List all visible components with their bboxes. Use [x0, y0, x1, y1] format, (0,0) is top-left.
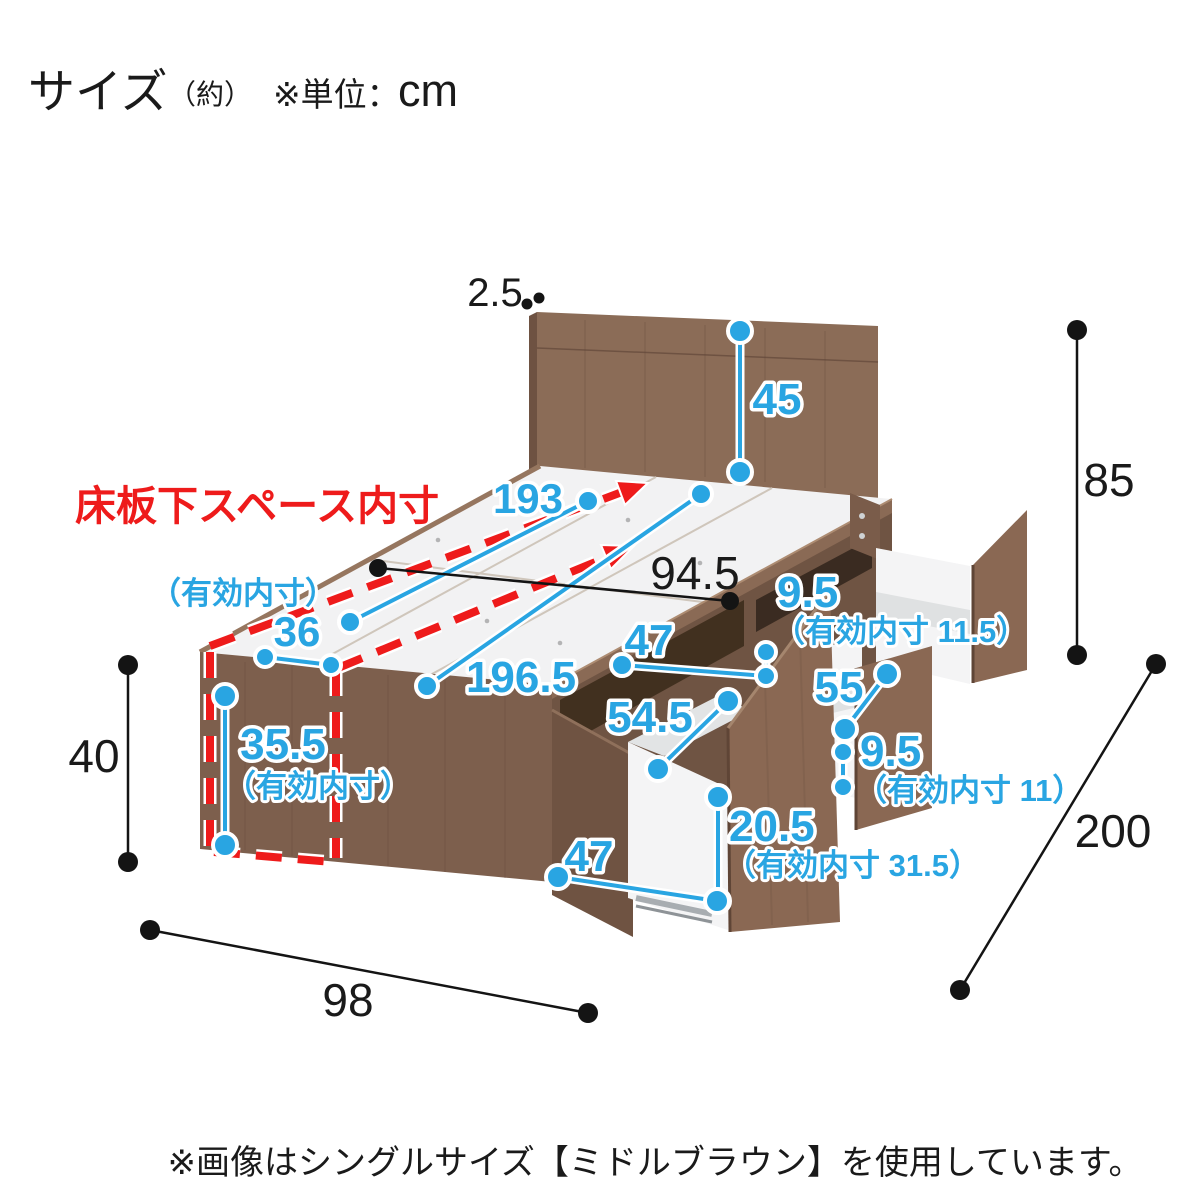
dim-dot [253, 645, 277, 669]
dim-dot-black [140, 920, 160, 940]
dim-dot-black [1146, 654, 1166, 674]
dim-upper-drawer-width: 47 [625, 616, 674, 665]
dim-big-drawer-height: 20.5 [729, 802, 815, 851]
page-title: サイズ [28, 65, 168, 118]
dim-dot [831, 740, 855, 764]
upper-drawer-front-panel [973, 510, 1027, 683]
headboard-panel [537, 312, 878, 503]
dimension-labels-left-aligned: 9.5 （有効内寸 11.5） 9.5 （有効内寸 11） 20.5 （有効内寸… [722, 565, 1086, 887]
dim-big-drawer-width: 47 [565, 832, 614, 881]
dim-lines-black [126, 330, 1158, 1015]
foot-big-drawer-top-edge [551, 708, 634, 757]
dim-headboard-above: 45 [753, 375, 802, 424]
dim-dot [337, 609, 363, 635]
dim-underfloor-height: 35.5 [240, 720, 326, 769]
dim-dot [873, 660, 901, 688]
unit-value: cm [398, 65, 458, 116]
big-drawer-rail [635, 904, 713, 924]
dim-dot [754, 640, 778, 664]
headboard-seam [536, 347, 879, 363]
dim-dot [726, 317, 754, 345]
panel-grain [764, 679, 773, 926]
surface-screw [435, 537, 441, 543]
big-drawer-panel-top [726, 589, 832, 729]
dim-frame-depth: 200 [1075, 805, 1152, 857]
surface-screw [625, 517, 631, 523]
headboard-thickness-dot [533, 292, 545, 304]
dim-dot [703, 887, 731, 915]
dim-dot [575, 488, 601, 514]
dim-dot-black [1067, 320, 1087, 340]
dim-dot-black [369, 559, 387, 577]
dim-dot-black [118, 655, 138, 675]
footer-caption: ※画像はシングルサイズ【ミドルブラウン】を使用しています。 [167, 1144, 1142, 1182]
dim-dot-black [118, 852, 138, 872]
dim-underfloor-length-note: （有効内寸） [150, 576, 336, 611]
underfloor-space-label: 床板下スペース内寸 [75, 483, 439, 529]
cyan-dimensions [211, 317, 901, 915]
red-dash-outline [206, 488, 624, 866]
dim-dot [754, 664, 778, 688]
dim-dot [609, 652, 635, 678]
big-drawer-box [628, 742, 728, 930]
dim-mid-drawer-height: 9.5 [860, 727, 921, 776]
head-corner-post [850, 493, 880, 560]
surface-left-edge [198, 463, 542, 655]
dim-dot [544, 863, 572, 891]
dim-underfloor-width: 36 [274, 608, 321, 655]
dim-dot [414, 673, 440, 699]
dim-big-drawer-height-note: （有効内寸 31.5） [725, 848, 980, 883]
dim-dot-black [721, 592, 739, 610]
dim-underfloor-height-note: （有効内寸） [225, 769, 411, 804]
dim-dot-black [578, 1003, 598, 1023]
dim-frame-height: 40 [68, 730, 119, 782]
dim-headboard-thickness: 2.5 [467, 271, 523, 315]
dim-dot [831, 775, 855, 799]
bed-foot-face [200, 652, 552, 882]
dim-underfloor-length: 193 [493, 475, 563, 522]
dim-big-drawer-length: 54.5 [607, 693, 693, 742]
upper-drawer-inner-shadow [876, 592, 970, 634]
surface-screw [697, 560, 703, 566]
dim-upper-drawer-height-note: （有効内寸 11.5） [774, 614, 1027, 649]
dim-total-length: 196.5 [466, 653, 576, 702]
dim-dot [688, 481, 714, 507]
panel-grain [799, 634, 809, 923]
drawer-slot-shadow [756, 538, 872, 632]
dimension-labels: 2.5 45 85 94.5 193 （有効内寸） 36 196.5 35.5 … [68, 271, 1151, 1026]
surface-screw [484, 618, 490, 624]
black-dimensions [118, 292, 1166, 1023]
dim-dot [704, 783, 732, 811]
post-screw [859, 533, 865, 539]
dim-frame-width: 98 [322, 974, 373, 1026]
dim-dot [319, 653, 343, 677]
dim-upper-drawer-height: 9.5 [777, 568, 838, 617]
dim-total-height: 85 [1083, 454, 1134, 506]
headboard-thickness-dot [521, 298, 533, 310]
post-screw [859, 513, 865, 519]
unit-label: ※単位： [273, 76, 400, 113]
dim-dot-black [950, 980, 970, 1000]
dim-dot [211, 831, 239, 859]
big-drawer-front-panel [728, 590, 840, 932]
headboard-edge [529, 312, 537, 474]
dim-dot [644, 755, 672, 783]
header: サイズ （約） ※単位： cm [28, 65, 458, 118]
rail-highlight [551, 498, 893, 686]
red-arrow [614, 479, 651, 507]
page-title-note: （約） [168, 79, 252, 110]
dim-dot [726, 458, 754, 486]
dim-dot [831, 715, 859, 743]
surface-screw [557, 640, 563, 646]
drawer-slot-shadow [560, 600, 744, 748]
dim-mid-drawer-length: 55 [815, 663, 864, 712]
dim-dot [714, 687, 742, 715]
surface-seam [315, 476, 657, 664]
dim-dot [211, 682, 239, 710]
big-drawer-rail [635, 895, 713, 917]
dim-floor-board-width: 94.5 [650, 547, 740, 599]
dim-mid-drawer-height-note: （有効内寸 11） [856, 773, 1083, 808]
dim-dot-black [1067, 645, 1087, 665]
